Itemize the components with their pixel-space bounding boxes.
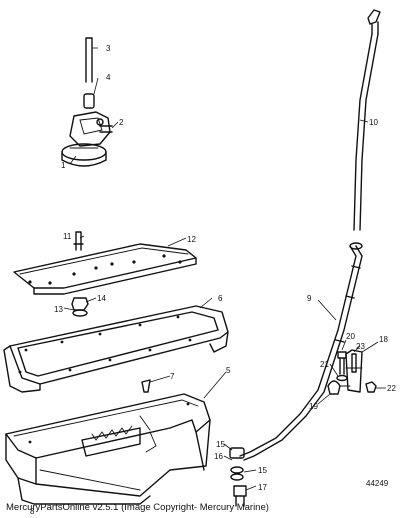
callout-23: 23 [356, 342, 365, 351]
dipstick-and-tube [229, 9, 381, 481]
callout-19: 19 [309, 402, 318, 411]
callout-14: 14 [97, 294, 106, 303]
callout-15-lower: 15 [258, 466, 267, 475]
callout-7: 7 [170, 372, 175, 381]
callout-13: 13 [54, 305, 63, 314]
callout-10: 10 [369, 118, 378, 127]
oil-pump-assembly [61, 37, 113, 167]
oil-pan-gasket [3, 305, 229, 393]
windage-tray [13, 231, 197, 317]
leader-lines [63, 47, 386, 491]
callout-15-upper: 15 [216, 440, 225, 449]
callout-16: 16 [214, 452, 223, 461]
callout-4: 4 [106, 73, 111, 82]
callout-20: 20 [346, 332, 355, 341]
callout-labels: 1 2 3 4 5 6 7 8 9 10 11 12 13 14 15 15 1… [30, 44, 396, 516]
drawing-number: 44249 [366, 479, 389, 488]
oil-pan [5, 379, 247, 507]
callout-21: 21 [320, 360, 329, 369]
callout-5: 5 [226, 366, 231, 375]
callout-17: 17 [258, 483, 267, 492]
tube-bracket [327, 349, 377, 395]
callout-22: 22 [387, 384, 396, 393]
callout-3: 3 [106, 44, 111, 53]
callout-8: 8 [30, 507, 35, 516]
copyright-footer: MercuryPartsOnline v2.5.1 (Image Copyrig… [6, 502, 269, 513]
callout-6: 6 [218, 294, 223, 303]
callout-11: 11 [63, 232, 72, 241]
callout-9: 9 [307, 294, 312, 303]
callout-2: 2 [119, 118, 124, 127]
callout-18: 18 [379, 335, 388, 344]
callout-12: 12 [187, 235, 196, 244]
callout-1: 1 [61, 161, 66, 170]
